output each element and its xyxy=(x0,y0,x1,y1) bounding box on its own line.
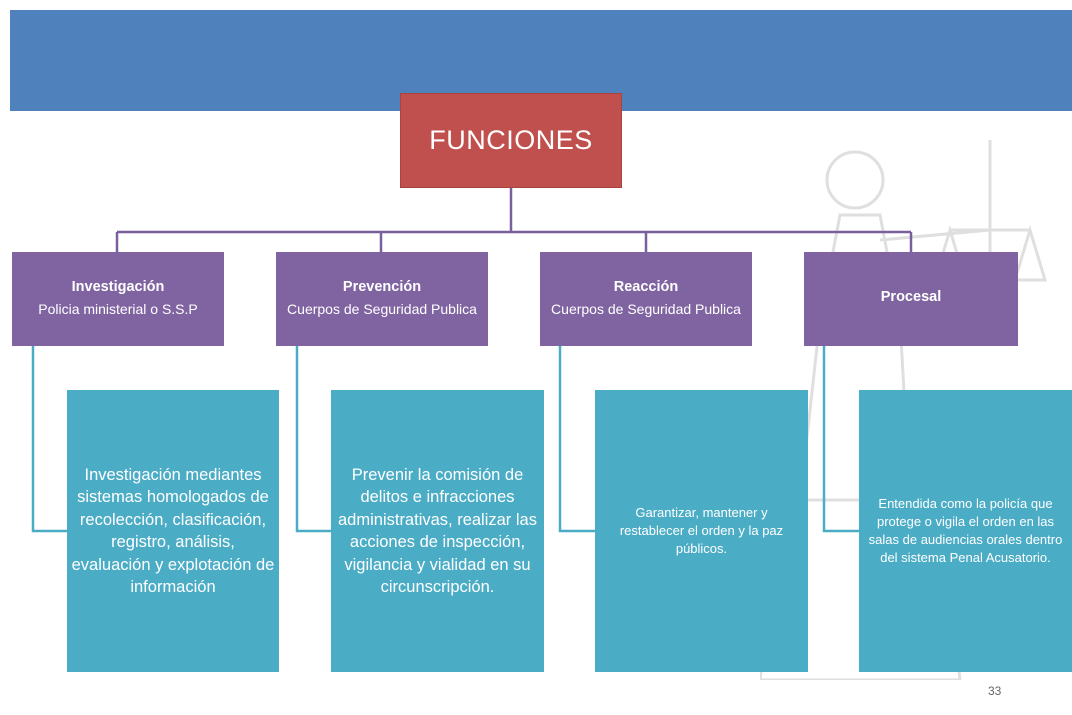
category-title: Reacción xyxy=(613,279,679,295)
description-reaccion: Garantizar, mantener y restablecer el or… xyxy=(595,390,808,672)
category-procesal: Procesal xyxy=(804,252,1018,346)
category-subtitle: Cuerpos de Seguridad Publica xyxy=(287,301,477,317)
category-prevencion: Prevención Cuerpos de Seguridad Publica xyxy=(276,252,488,346)
category-title: Prevención xyxy=(342,279,422,295)
category-subtitle: Policia ministerial o S.S.P xyxy=(38,301,198,317)
category-investigacion: Investigación Policia ministerial o S.S.… xyxy=(12,252,224,346)
description-text: Investigación mediantes sistemas homolog… xyxy=(71,465,275,597)
category-subtitle: Cuerpos de Seguridad Publica xyxy=(551,301,741,317)
root-title: FUNCIONES xyxy=(429,125,593,155)
category-title: Procesal xyxy=(880,289,942,305)
category-title: Investigación xyxy=(71,279,165,295)
description-investigacion: Investigación mediantes sistemas homolog… xyxy=(67,390,279,672)
page-number: 33 xyxy=(988,684,1002,698)
description-text: Prevenir la comisión de delitos e infrac… xyxy=(338,465,537,597)
funciones-root-box: FUNCIONES xyxy=(400,93,622,188)
description-procesal: Entendida como la policía que protege o … xyxy=(859,390,1072,672)
category-reaccion: Reacción Cuerpos de Seguridad Publica xyxy=(540,252,752,346)
description-text: Garantizar, mantener y restablecer el or… xyxy=(619,505,784,556)
description-text: Entendida como la policía que protege o … xyxy=(868,496,1063,565)
description-prevencion: Prevenir la comisión de delitos e infrac… xyxy=(331,390,544,672)
